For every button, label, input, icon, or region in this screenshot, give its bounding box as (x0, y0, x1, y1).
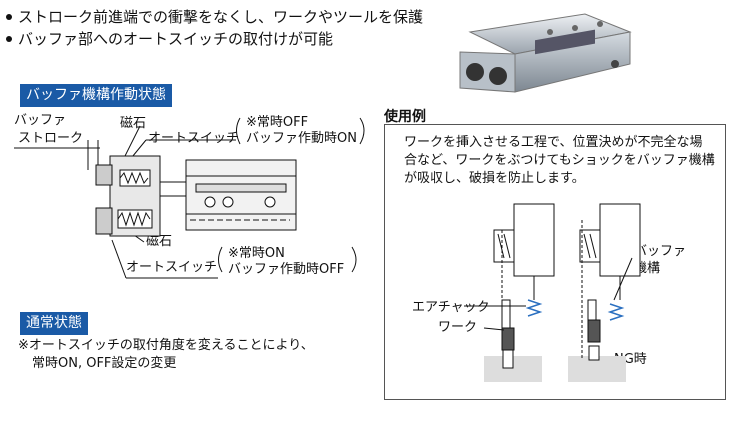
label-air-chuck: エアチャック (412, 300, 490, 315)
note-top-1: ※常時OFF (246, 115, 309, 130)
bullet-dot (6, 35, 12, 42)
note-bottom-1: ※常時ON (228, 246, 285, 261)
bullet-text: ストローク前進端での衝撃をなくし、ワークやツールを保護 (18, 8, 424, 26)
normal-section-header: 通常状態 (20, 312, 88, 335)
example-text-1: ワークを挿入させる工程で、位置決めが不完全な場 (404, 135, 703, 150)
bullet-text: バッファ部へのオートスイッチの取付けが可能 (18, 30, 334, 48)
label-work: ワーク (438, 320, 478, 335)
example-panel (384, 124, 726, 400)
label-buffer-mech-2: 機構 (634, 261, 661, 276)
normal-note-1: ※オートスイッチの取付角度を変えることにより、 (18, 338, 314, 353)
note-top-2: バッファ作動時ON (246, 131, 357, 146)
example-text-2: 合など、ワークをぶつけてもショックをバッファ機構 (404, 153, 715, 168)
example-diagram (464, 203, 641, 382)
buffer-section-header: バッファ機構作動状態 (20, 84, 172, 107)
label-autoswitch-bottom: オートスイッチ (126, 260, 218, 275)
bullet-protect: ストローク前進端での衝撃をなくし、ワークやツールを保護 (4, 8, 423, 27)
example-title: 使用例 (384, 109, 426, 125)
normal-note-2: 常時ON, OFF設定の変更 (32, 356, 177, 371)
product-photo (459, 13, 632, 93)
label-stroke: ストローク (18, 131, 84, 146)
cylinder-section-drawing (14, 117, 365, 279)
bullet-dot (6, 13, 12, 20)
bullet-autoswitch: バッファ部へのオートスイッチの取付けが可能 (4, 30, 333, 49)
label-buffer-mech-1: バッファ (634, 244, 687, 259)
label-autoswitch-top: オートスイッチ (148, 131, 240, 146)
note-bottom-2: バッファ作動時OFF (228, 262, 345, 277)
label-buffer: バッファ (14, 113, 67, 128)
example-text-3: が吸収し、破損を防止します。 (404, 171, 585, 186)
label-magnet-bottom: 磁石 (146, 234, 173, 249)
